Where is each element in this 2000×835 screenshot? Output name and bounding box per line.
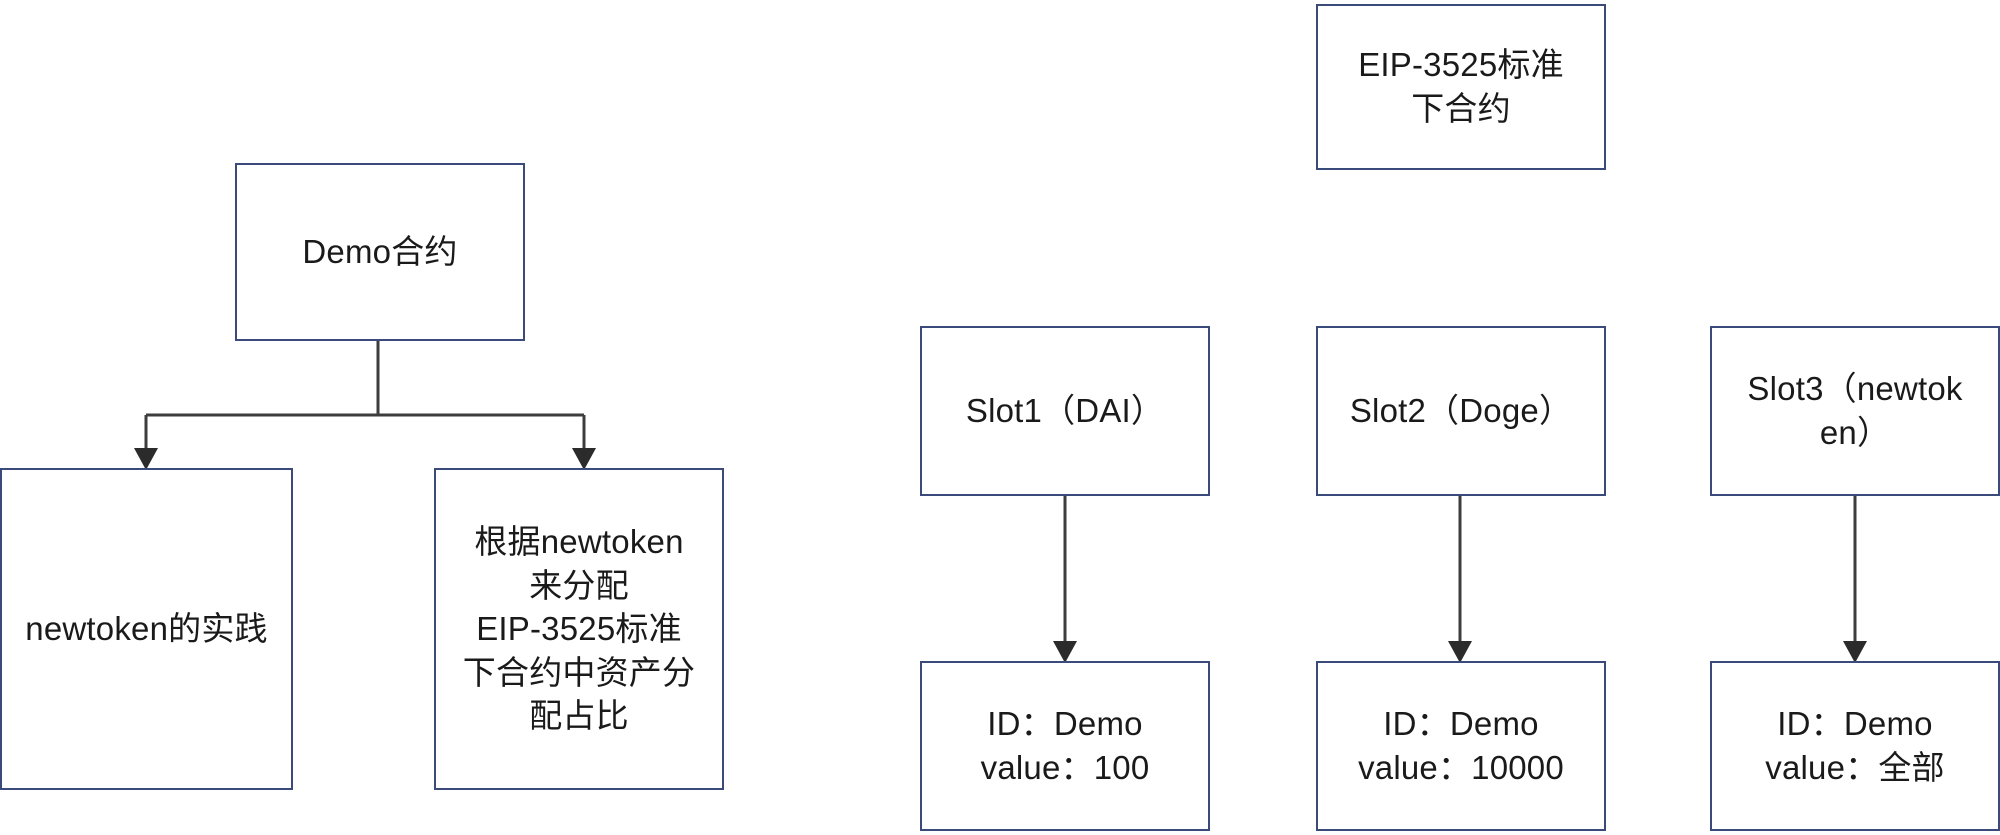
node-newtoken-practice-label: newtoken的实践 [25,610,268,648]
node-slot3[interactable]: Slot3（newtok en） [1710,326,2000,496]
node-slot1-detail[interactable]: ID：Demo value：100 [920,661,1210,831]
node-slot2[interactable]: Slot2（Doge） [1316,326,1606,496]
node-slot3-detail[interactable]: ID：Demo value：全部 [1710,661,2000,831]
node-newtoken-practice[interactable]: newtoken的实践 [0,468,293,790]
node-slot3-label: Slot3（newtok en） [1747,370,1963,451]
node-demo-contract-label: Demo合约 [302,233,458,271]
arrowhead-slot1-detail [1053,641,1077,663]
arrowhead-to-newtoken-practice [134,448,158,470]
arrowhead-to-allocation-rule [572,448,596,470]
node-slot3-detail-label: ID：Demo value：全部 [1765,705,1945,786]
node-slot1-label: Slot1（DAI） [965,392,1165,430]
node-slot2-detail[interactable]: ID：Demo value：10000 [1316,661,1606,831]
node-slot2-detail-label: ID：Demo value：10000 [1358,705,1564,786]
node-demo-contract[interactable]: Demo合约 [235,163,525,341]
node-slot1-detail-label: ID：Demo value：100 [980,705,1150,786]
node-slot2-label: Slot2（Doge） [1349,392,1573,430]
arrowhead-slot2-detail [1448,641,1472,663]
node-eip3525-contract-label: EIP-3525标准 下合约 [1358,46,1564,127]
node-allocation-rule-label: 根据newtoken 来分配 EIP-3525标准 下合约中资产分 配占比 [462,523,696,735]
node-eip3525-contract[interactable]: EIP-3525标准 下合约 [1316,4,1606,170]
arrowhead-slot3-detail [1843,641,1867,663]
node-slot1[interactable]: Slot1（DAI） [920,326,1210,496]
node-allocation-rule[interactable]: 根据newtoken 来分配 EIP-3525标准 下合约中资产分 配占比 [434,468,724,790]
